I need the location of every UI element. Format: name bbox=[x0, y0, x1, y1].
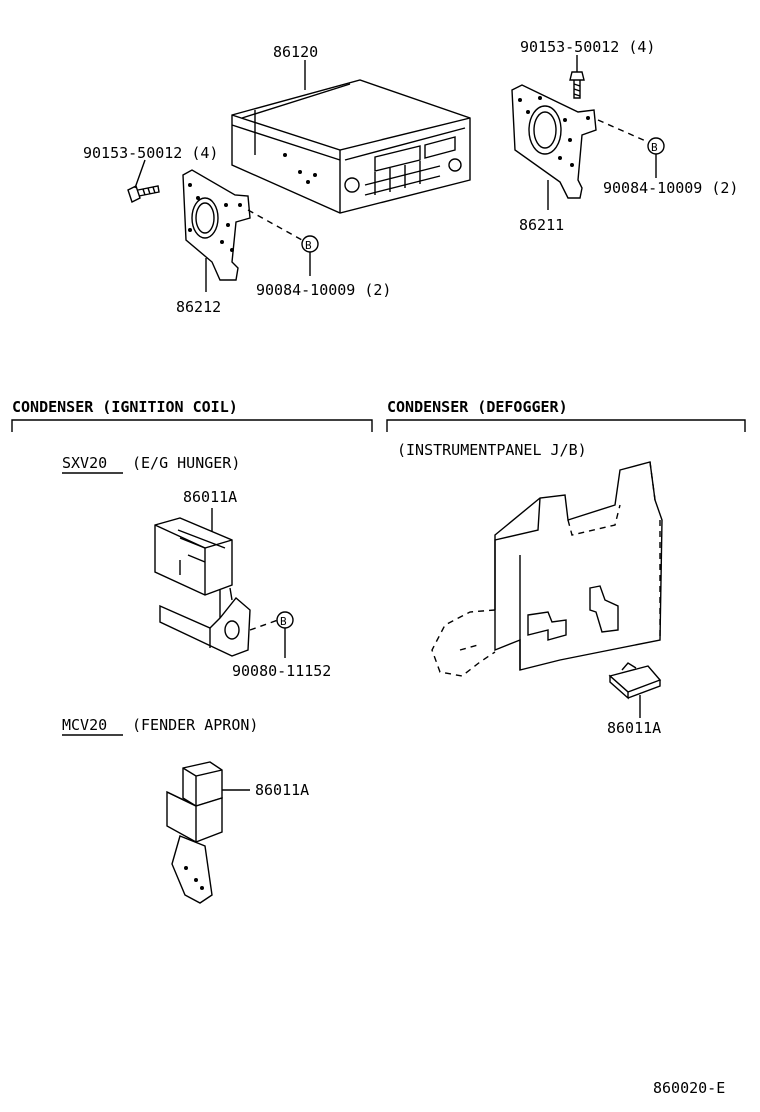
callout-screw-right: 90153-50012 (4) bbox=[520, 38, 655, 56]
callout-radio: 86120 bbox=[273, 43, 318, 61]
leader-screw-left bbox=[134, 159, 146, 189]
model-mcv20: MCV20 bbox=[62, 716, 107, 734]
condenser-mcv bbox=[166, 761, 223, 904]
section-bracket-defogger bbox=[386, 419, 746, 432]
callout-bolt-sxv: 90080-11152 bbox=[232, 662, 331, 680]
bracket-right bbox=[511, 84, 597, 199]
condenser-sxv bbox=[154, 517, 251, 657]
callout-condenser-sxv: 86011A bbox=[183, 488, 237, 506]
radio-unit bbox=[231, 79, 471, 214]
screw-right bbox=[569, 71, 585, 99]
callout-condenser-defogger: 86011A bbox=[607, 719, 661, 737]
callout-bracket-left: 86212 bbox=[176, 298, 221, 316]
section-title-ignition: CONDENSER (IGNITION COIL) bbox=[12, 398, 238, 416]
bracket-left bbox=[182, 169, 251, 281]
model-sxv20: SXV20 bbox=[62, 454, 107, 472]
marker-b-left-label: B bbox=[305, 239, 312, 252]
condenser-defogger bbox=[608, 662, 662, 700]
dash-nut-left bbox=[247, 209, 303, 241]
section-bracket-ignition bbox=[11, 419, 373, 432]
callout-screw-left: 90153-50012 (4) bbox=[83, 144, 218, 162]
marker-b-right-label: B bbox=[651, 141, 658, 154]
location-sxv20: (E/G HUNGER) bbox=[132, 454, 240, 472]
callout-nut-left: 90084-10009 (2) bbox=[256, 281, 391, 299]
junction-block bbox=[431, 461, 663, 677]
callout-nut-right: 90084-10009 (2) bbox=[603, 179, 738, 197]
defogger-location: (INSTRUMENTPANEL J/B) bbox=[397, 441, 587, 459]
section-title-defogger: CONDENSER (DEFOGGER) bbox=[387, 398, 568, 416]
callout-bracket-right: 86211 bbox=[519, 216, 564, 234]
diagram-code: 860020-E bbox=[653, 1079, 725, 1097]
screw-left bbox=[127, 185, 160, 203]
dash-nut-right bbox=[597, 119, 649, 143]
dash-bolt-sxv bbox=[249, 619, 279, 631]
location-mcv20: (FENDER APRON) bbox=[132, 716, 258, 734]
callout-condenser-mcv: 86011A bbox=[255, 781, 309, 799]
marker-b-sxv-label: B bbox=[280, 615, 287, 628]
